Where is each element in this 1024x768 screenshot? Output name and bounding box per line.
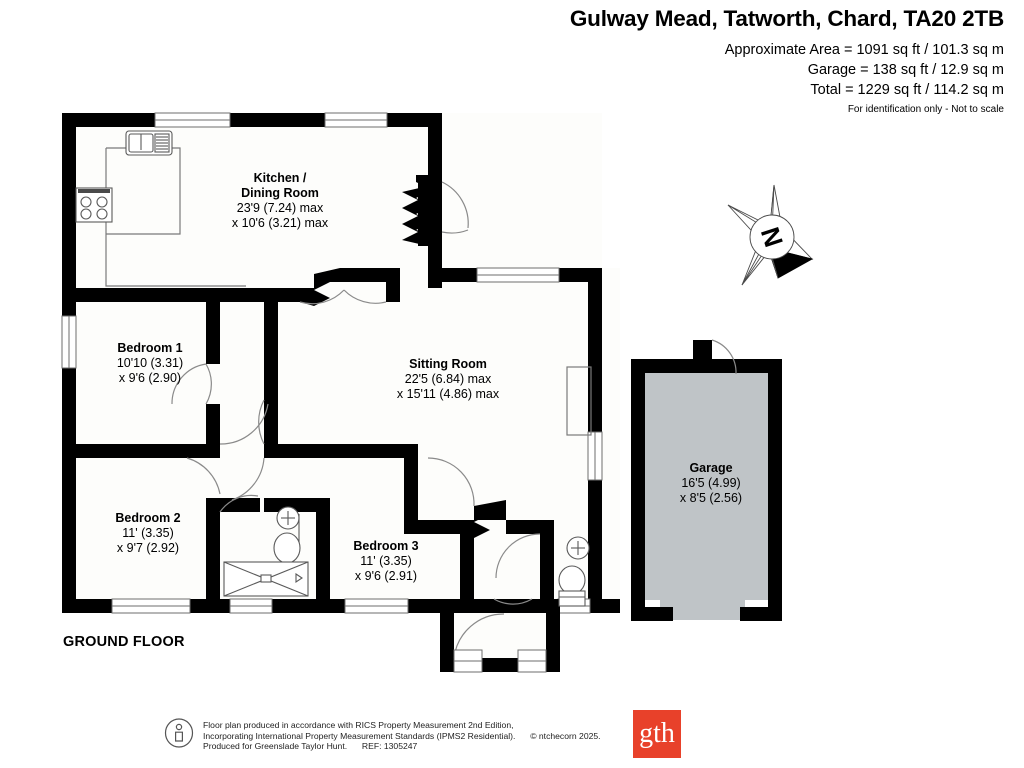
garage-dim1: 16'5 (4.99) [681, 476, 741, 490]
door-wc [495, 533, 541, 579]
bedroom3-dim1: 11' (3.35) [360, 554, 412, 568]
door-kitchen-to-sitting-bottom [299, 289, 387, 305]
compass-rose: N [727, 184, 814, 286]
bedroom2-dim1: 11' (3.35) [122, 526, 174, 540]
door-hall-top-left [219, 403, 269, 445]
plan-header: Gulway Mead, Tatworth, Chard, TA20 2TB A… [0, 0, 1004, 115]
sitting-room-bay-recess [566, 366, 592, 436]
door-hall-top-right [258, 399, 265, 445]
wc-basin-icon [566, 536, 590, 560]
window-entrance-left [453, 649, 483, 673]
wall-hall-zigzag [460, 500, 506, 538]
bedroom3-dim2: x 9'6 (2.91) [354, 569, 418, 583]
sitting-name: Sitting Room [409, 357, 487, 371]
kitchen-sitting-zigzag [402, 113, 442, 282]
bathroom-toilet-icon [273, 532, 301, 564]
kitchen-sink-icon [125, 130, 173, 156]
footer-reference: REF: 1305247 [361, 741, 418, 752]
bathroom-shower-tray-icon [223, 561, 309, 597]
door-bedroom1 [171, 363, 212, 405]
kitchen-hob-icon [75, 187, 113, 223]
room-label-sitting-room: Sitting Room 22'5 (6.84) max x 15'11 (4.… [368, 357, 528, 402]
garage-name: Garage [689, 461, 733, 475]
window-kitchen-top-1 [154, 112, 231, 128]
garage-area: Garage = 138 sq ft / 12.9 sq m [807, 61, 1004, 78]
footer-line-1: Floor plan produced in accordance with R… [203, 720, 514, 730]
window-kitchen-top-2 [324, 112, 388, 128]
total-area: Total = 1229 sq ft / 114.2 sq m [810, 81, 1004, 98]
bedroom1-name: Bedroom 1 [117, 341, 183, 355]
door-kitchen-to-sitting-right [441, 181, 469, 234]
bedroom3-name: Bedroom 3 [353, 539, 419, 553]
scale-notice: For identification only - Not to scale [847, 103, 1004, 115]
room-label-bedroom3: Bedroom 3 11' (3.35) x 9'6 (2.91) [316, 539, 456, 584]
floor-level-label: GROUND FLOOR [63, 634, 185, 650]
door-bedroom2 [186, 457, 221, 495]
door-bedroom3 [427, 457, 475, 507]
bedroom1-dim2: x 9'6 (2.90) [118, 371, 182, 385]
sitting-dim1: 22'5 (6.84) max [404, 372, 492, 386]
footer-copyright: © ntchecorn 2025. [530, 730, 601, 741]
window-entrance-right [517, 649, 547, 673]
garage-structure [631, 339, 782, 621]
kitchen-name-line2: Dining Room [241, 186, 319, 200]
room-label-bedroom1: Bedroom 1 10'10 (3.31) x 9'6 (2.90) [60, 341, 240, 386]
approximate-area: Approximate Area = 1091 sq ft / 101.3 sq… [724, 41, 1004, 58]
bedroom2-dim2: x 9'7 (2.92) [116, 541, 180, 555]
room-label-garage: Garage 16'5 (4.99) x 8'5 (2.56) [646, 461, 776, 506]
kitchen-name-line1: Kitchen / [253, 171, 307, 185]
plan-footer: Floor plan produced in accordance with R… [164, 712, 601, 752]
room-label-bedroom2: Bedroom 2 11' (3.35) x 9'7 (2.92) [58, 511, 238, 556]
kitchen-dim1: 23'9 (7.24) max [236, 201, 324, 215]
footer-line-3: Produced for Greenslade Taylor Hunt. [203, 741, 348, 752]
window-shower-bottom [229, 598, 273, 614]
window-sitting-right [587, 431, 603, 481]
bedroom1-dim1: 10'10 (3.31) [116, 356, 184, 370]
garage-dim2: x 8'5 (2.56) [679, 491, 743, 505]
sitting-dim2: x 15'11 (4.86) max [396, 387, 500, 401]
window-bedroom2-bottom [111, 598, 191, 614]
window-bedroom3-bottom [344, 598, 409, 614]
footer-line-2: Incorporating International Property Mea… [203, 730, 516, 741]
person-icon [164, 718, 194, 748]
bedroom2-name: Bedroom 2 [115, 511, 181, 525]
kitchen-dim2: x 10'6 (3.21) max [231, 216, 329, 230]
window-bedroom1-left [61, 315, 77, 369]
door-bathroom [219, 457, 265, 513]
wall-kitchen-bottom-zigzag [62, 268, 400, 306]
door-entrance-inner [493, 598, 533, 605]
gth-logo: gth [633, 710, 681, 758]
window-sitting-top [476, 267, 560, 283]
room-label-kitchen: Kitchen / Dining Room 23'9 (7.24) max x … [180, 171, 380, 231]
wc-toilet-icon [558, 565, 586, 607]
page-title: Gulway Mead, Tatworth, Chard, TA20 2TB [569, 6, 1004, 31]
